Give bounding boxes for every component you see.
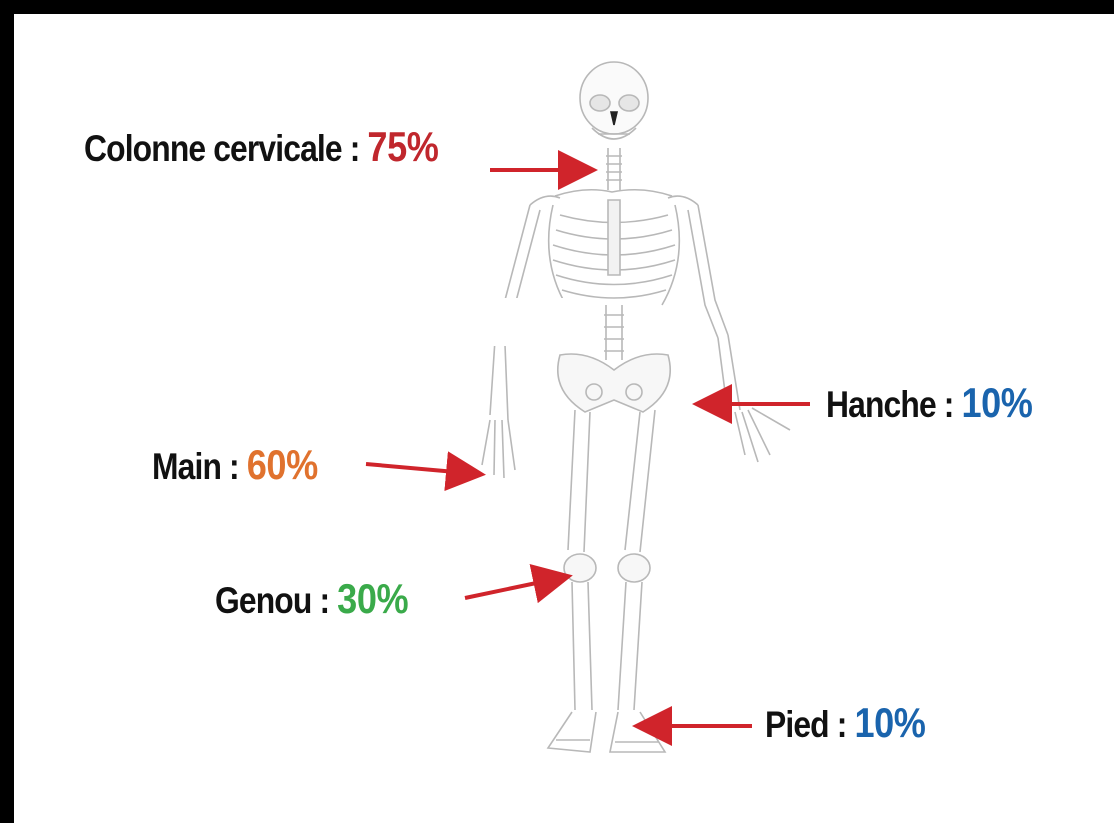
label-hand: Main : 60% bbox=[152, 444, 318, 486]
label-knee: Genou : 30% bbox=[215, 578, 408, 620]
occluding-patch bbox=[480, 298, 590, 346]
label-cervical-text: Colonne cervicale : bbox=[84, 128, 359, 169]
arrow-icon bbox=[366, 464, 478, 474]
label-knee-value: 30% bbox=[337, 575, 408, 622]
label-knee-text: Genou : bbox=[215, 580, 329, 621]
label-foot: Pied : 10% bbox=[765, 702, 925, 744]
skeleton-icon bbox=[482, 62, 790, 752]
label-hip-value: 10% bbox=[961, 379, 1032, 426]
label-cervical: Colonne cervicale : 75% bbox=[84, 126, 438, 168]
label-foot-value: 10% bbox=[854, 699, 925, 746]
label-hand-value: 60% bbox=[247, 441, 318, 488]
label-hip-text: Hanche : bbox=[826, 384, 954, 425]
label-cervical-value: 75% bbox=[367, 123, 438, 170]
label-hand-text: Main : bbox=[152, 446, 239, 487]
label-hip: Hanche : 10% bbox=[826, 382, 1032, 424]
arrow-icon bbox=[465, 577, 565, 598]
label-foot-text: Pied : bbox=[765, 704, 846, 745]
